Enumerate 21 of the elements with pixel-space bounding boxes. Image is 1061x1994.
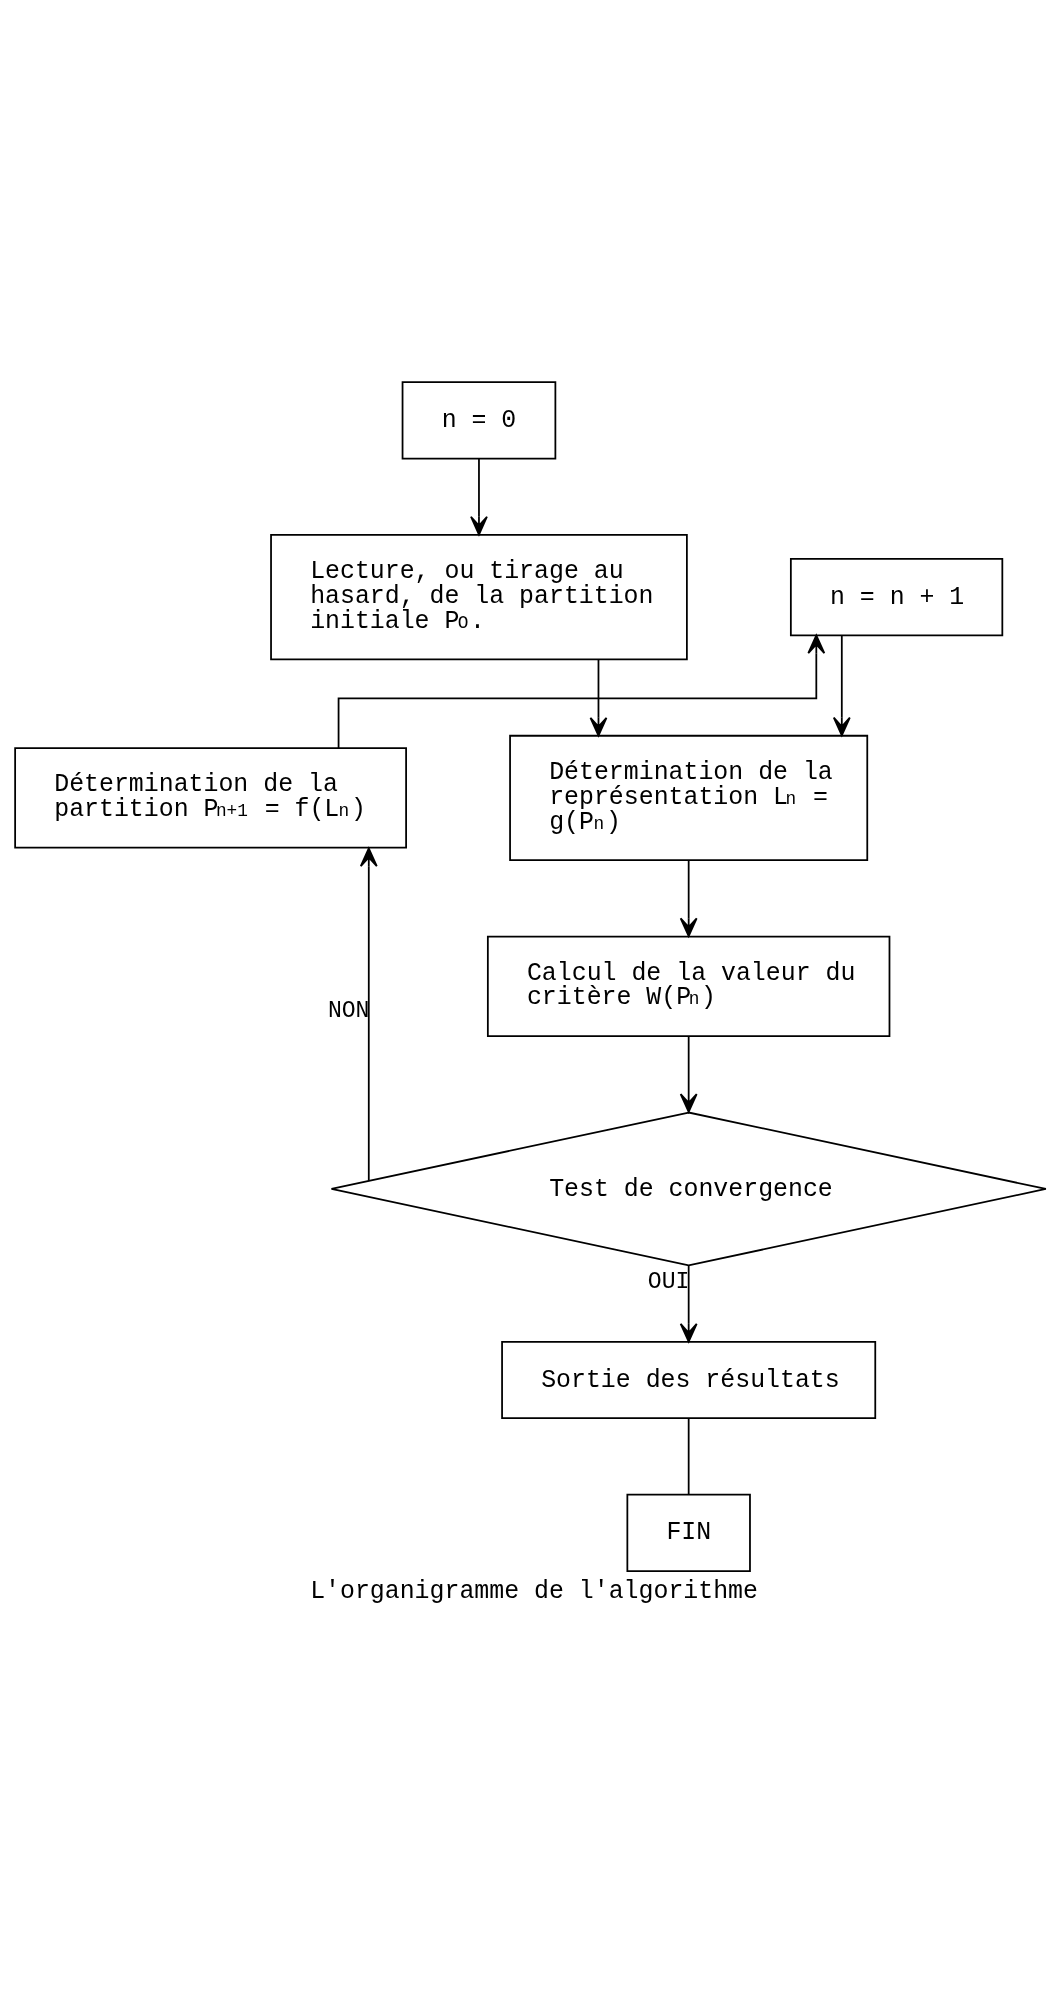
node-box: Détermination de la représentation Ln = g(Pn): [509, 734, 869, 862]
node-box: Lecture, ou tirage au hasard, de la partition initiale PO.: [270, 534, 688, 661]
arrow: [589, 658, 608, 737]
arrow: [470, 457, 488, 536]
arrow: [337, 634, 826, 750]
node-box: n = 0: [401, 381, 557, 460]
node-box: Sortie des résultats: [501, 1340, 877, 1420]
arrow: [359, 847, 378, 1182]
node-box: FIN: [626, 1493, 751, 1572]
node-box: n = n + 1: [789, 558, 1004, 637]
edge-label: OUI: [647, 1269, 690, 1296]
arrow: [679, 859, 698, 937]
edge-label: NON: [327, 998, 370, 1025]
connector: [687, 1417, 690, 1496]
arrow: [679, 1035, 698, 1113]
node-box: Calcul de la valeur du critère W(Pn): [486, 935, 891, 1037]
caption: L'organigramme de l'algorithme: [310, 1577, 758, 1606]
arrow: [679, 1264, 698, 1343]
node-diamond: Test de convergence: [330, 1111, 1047, 1267]
arrow: [832, 634, 851, 737]
node-box: Détermination de la partition Pn+1 = f(Ln): [14, 747, 407, 849]
